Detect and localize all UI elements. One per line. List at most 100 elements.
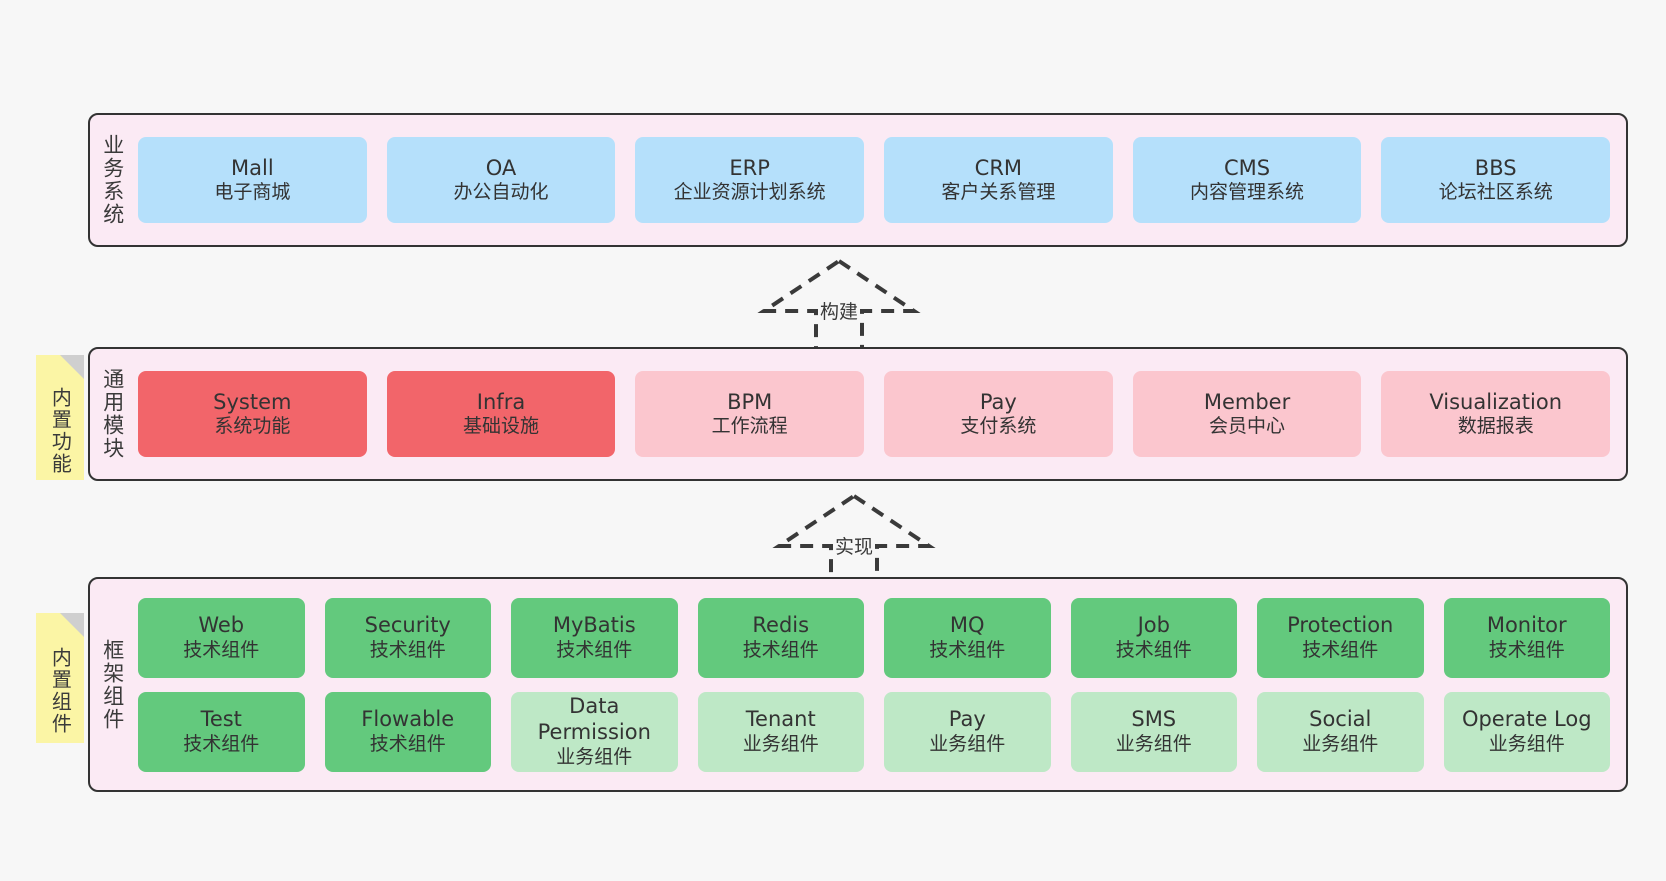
card-title: Protection xyxy=(1287,613,1394,638)
card-title: CRM xyxy=(974,155,1023,180)
card-title: Visualization xyxy=(1429,389,1563,414)
card-title: Social xyxy=(1309,707,1372,732)
card-bbs[interactable]: BBS 论坛社区系统 xyxy=(1381,137,1611,223)
card-pay-module[interactable]: Pay 支付系统 xyxy=(884,371,1113,457)
card-row: Test 技术组件 Flowable 技术组件 Data Permission … xyxy=(138,691,1610,772)
card-title: Pay xyxy=(948,707,986,732)
card-subtitle: 技术组件 xyxy=(1488,638,1565,661)
card-subtitle: 数据报表 xyxy=(1457,415,1534,438)
card-title: Member xyxy=(1203,389,1291,414)
note-fold-corner-icon xyxy=(60,613,84,637)
card-title: Redis xyxy=(752,613,810,638)
card-row: Mall 电子商城 OA 办公自动化 ERP 企业资源计划系统 CRM 客户关系… xyxy=(138,137,1611,223)
card-bpm[interactable]: BPM 工作流程 xyxy=(635,371,865,457)
card-job[interactable]: Job 技术组件 xyxy=(1070,597,1237,678)
card-row: System 系统功能 Infra 基础设施 BPM 工作流程 Pay 支付系统… xyxy=(138,371,1611,457)
card-subtitle: 支付系统 xyxy=(960,415,1037,438)
card-subtitle: 系统功能 xyxy=(214,415,291,438)
card-subtitle: 技术组件 xyxy=(183,638,260,661)
connector-implement: 实现 xyxy=(769,490,939,590)
connector-label: 实现 xyxy=(834,536,874,558)
card-title: Flowable xyxy=(361,707,455,732)
card-title: Mall xyxy=(231,155,274,180)
card-title: Web xyxy=(198,613,245,638)
card-operate-log[interactable]: Operate Log 业务组件 xyxy=(1443,691,1610,772)
card-subtitle: 技术组件 xyxy=(556,638,633,661)
card-mybatis[interactable]: MyBatis 技术组件 xyxy=(511,597,678,678)
card-subtitle: 业务组件 xyxy=(1302,732,1379,755)
card-title: Pay xyxy=(979,389,1017,414)
card-redis[interactable]: Redis 技术组件 xyxy=(697,597,864,678)
card-title: Security xyxy=(364,613,451,638)
card-subtitle: 论坛社区系统 xyxy=(1438,181,1553,204)
card-protection[interactable]: Protection 技术组件 xyxy=(1257,597,1424,678)
card-title: Tenant xyxy=(745,707,816,732)
card-member[interactable]: Member 会员中心 xyxy=(1132,371,1362,457)
card-subtitle: 业务组件 xyxy=(742,732,819,755)
layer-business-system: 业务系统 Mall 电子商城 OA 办公自动化 ERP 企业资源计划系统 CRM… xyxy=(88,113,1628,247)
card-subtitle: 业务组件 xyxy=(556,745,633,768)
card-pay-component[interactable]: Pay 业务组件 xyxy=(884,691,1051,772)
card-subtitle: 技术组件 xyxy=(1302,638,1379,661)
layer-framework-components: 框架组件 Web 技术组件 Security 技术组件 MyBatis 技术组件… xyxy=(88,577,1628,792)
card-cms[interactable]: CMS 内容管理系统 xyxy=(1132,137,1362,223)
card-title: Job xyxy=(1137,613,1170,638)
card-sms[interactable]: SMS 业务组件 xyxy=(1070,691,1237,772)
card-title: OA xyxy=(485,155,517,180)
sticky-note-label: 内置组件 xyxy=(48,647,73,735)
card-title: SMS xyxy=(1131,707,1177,732)
card-row: Web 技术组件 Security 技术组件 MyBatis 技术组件 Redi… xyxy=(138,597,1610,678)
card-title: Test xyxy=(200,707,242,732)
card-infra[interactable]: Infra 基础设施 xyxy=(386,371,616,457)
card-title: Monitor xyxy=(1486,613,1567,638)
sticky-note-builtin-component: 内置组件 xyxy=(36,613,84,743)
card-subtitle: 企业资源计划系统 xyxy=(673,181,826,204)
sticky-note-builtin-function: 内置功能 xyxy=(36,355,84,480)
card-title: BBS xyxy=(1474,155,1517,180)
card-monitor[interactable]: Monitor 技术组件 xyxy=(1443,597,1610,678)
card-web[interactable]: Web 技术组件 xyxy=(138,597,305,678)
card-title: ERP xyxy=(729,155,770,180)
card-security[interactable]: Security 技术组件 xyxy=(324,597,491,678)
card-subtitle: 基础设施 xyxy=(463,415,540,438)
layer-body-business-system: Mall 电子商城 OA 办公自动化 ERP 企业资源计划系统 CRM 客户关系… xyxy=(134,115,1626,245)
card-data-permission[interactable]: Data Permission 业务组件 xyxy=(511,691,678,772)
card-subtitle: 办公自动化 xyxy=(453,181,549,204)
card-tenant[interactable]: Tenant 业务组件 xyxy=(697,691,864,772)
card-subtitle: 电子商城 xyxy=(214,181,291,204)
layer-label-common-modules: 通用模块 xyxy=(100,368,125,460)
layer-body-common-modules: System 系统功能 Infra 基础设施 BPM 工作流程 Pay 支付系统… xyxy=(134,349,1626,479)
layer-label-business-system: 业务系统 xyxy=(100,134,125,226)
card-crm[interactable]: CRM 客户关系管理 xyxy=(884,137,1113,223)
connector-build: 构建 xyxy=(754,255,924,355)
card-title: System xyxy=(213,389,292,414)
connector-label: 构建 xyxy=(819,301,859,323)
layer-body-framework-components: Web 技术组件 Security 技术组件 MyBatis 技术组件 Redi… xyxy=(134,579,1626,790)
card-system[interactable]: System 系统功能 xyxy=(138,371,367,457)
card-visualization[interactable]: Visualization 数据报表 xyxy=(1381,371,1611,457)
card-title: Infra xyxy=(476,389,526,414)
card-title: Data Permission xyxy=(537,694,651,744)
card-subtitle: 技术组件 xyxy=(369,732,446,755)
card-oa[interactable]: OA 办公自动化 xyxy=(386,137,616,223)
card-flowable[interactable]: Flowable 技术组件 xyxy=(324,691,491,772)
card-mq[interactable]: MQ 技术组件 xyxy=(884,597,1051,678)
layer-common-modules: 通用模块 System 系统功能 Infra 基础设施 BPM 工作流程 Pay… xyxy=(88,347,1628,481)
card-subtitle: 客户关系管理 xyxy=(941,181,1056,204)
note-fold-corner-icon xyxy=(60,355,84,379)
card-title: CMS xyxy=(1223,155,1271,180)
sticky-note-label: 内置功能 xyxy=(48,386,73,475)
card-title: MyBatis xyxy=(552,613,636,638)
card-subtitle: 内容管理系统 xyxy=(1190,181,1305,204)
card-subtitle: 业务组件 xyxy=(1488,732,1565,755)
card-subtitle: 业务组件 xyxy=(1115,732,1192,755)
card-subtitle: 工作流程 xyxy=(711,415,788,438)
card-erp[interactable]: ERP 企业资源计划系统 xyxy=(635,137,865,223)
card-social[interactable]: Social 业务组件 xyxy=(1257,691,1424,772)
card-mall[interactable]: Mall 电子商城 xyxy=(138,137,367,223)
card-subtitle: 技术组件 xyxy=(369,638,446,661)
card-title: BPM xyxy=(727,389,773,414)
card-title: Operate Log xyxy=(1461,707,1592,732)
card-test[interactable]: Test 技术组件 xyxy=(138,691,305,772)
